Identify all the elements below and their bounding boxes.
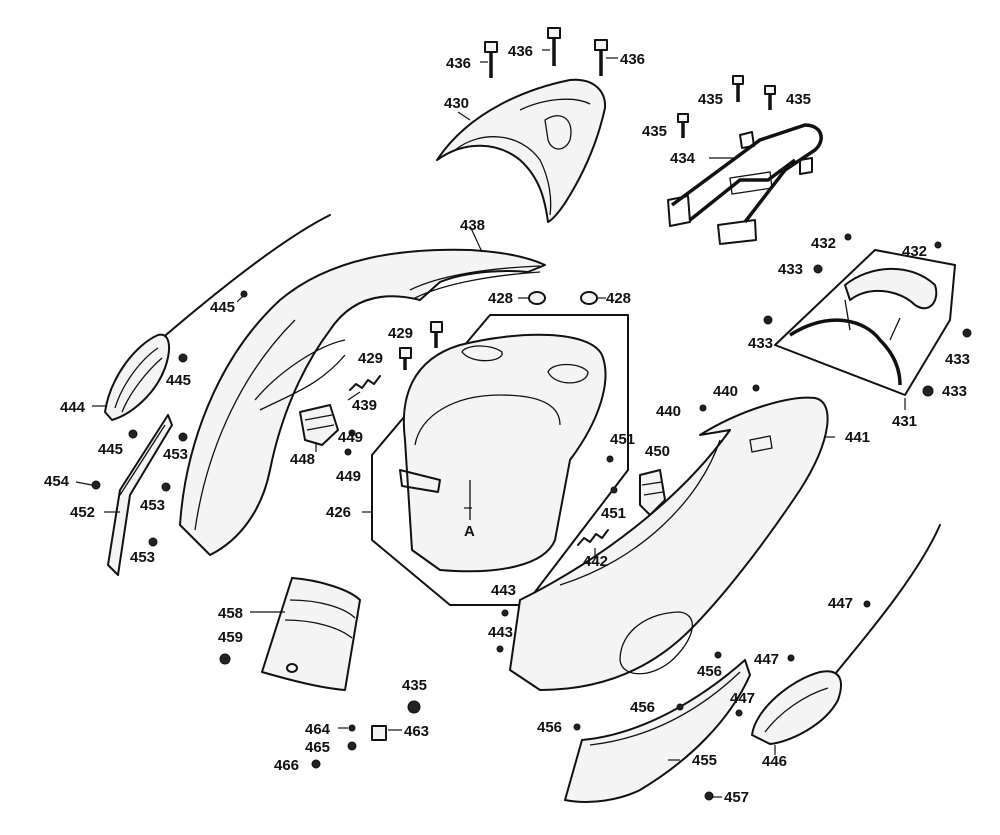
label-428-b: 428 (606, 290, 631, 307)
label-436-left: 436 (446, 55, 471, 72)
label-450: 450 (645, 443, 670, 460)
callout-labels: 436 436 436 430 435 435 435 434 438 432 … (44, 43, 970, 806)
bolt-436-right (594, 39, 608, 76)
label-457: 457 (724, 789, 749, 806)
part-444-left-lens (104, 214, 331, 421)
label-430: 430 (444, 95, 469, 112)
label-435-c: 435 (642, 123, 667, 140)
bolt-436-left (484, 41, 498, 78)
label-449-a: 449 (338, 429, 363, 446)
label-456-a: 456 (697, 663, 722, 680)
label-451-a: 451 (610, 431, 635, 448)
part-430-rear-carrier (436, 78, 607, 223)
label-442: 442 (583, 553, 608, 570)
label-456-c: 456 (537, 719, 562, 736)
label-432-a: 432 (811, 235, 836, 252)
label-453-b: 453 (140, 497, 165, 514)
grommet-428-right (580, 291, 598, 305)
label-464: 464 (305, 721, 331, 738)
label-433-b: 433 (748, 335, 773, 352)
label-428-a: 428 (488, 290, 513, 307)
spring-442 (577, 529, 609, 546)
label-429-a: 429 (388, 325, 413, 342)
part-458-lower-panel (261, 577, 361, 691)
label-447-b: 447 (754, 651, 779, 668)
label-446: 446 (762, 753, 787, 770)
label-466: 466 (274, 757, 299, 774)
part-434-rack-frame (667, 75, 823, 245)
label-434: 434 (670, 150, 696, 167)
label-447-a: 447 (828, 595, 853, 612)
label-432-b: 432 (902, 243, 927, 260)
bolt-429-upper (430, 321, 443, 348)
fasteners (91, 233, 972, 801)
label-438: 438 (460, 217, 485, 234)
label-435-b: 435 (786, 91, 811, 108)
label-A: A (464, 523, 475, 540)
label-451-b: 451 (601, 505, 626, 522)
leader-lines (75, 49, 906, 798)
label-431: 431 (892, 413, 917, 430)
label-436-middle: 436 (508, 43, 533, 60)
label-426: 426 (326, 504, 351, 521)
label-444: 444 (60, 399, 86, 416)
label-440-a: 440 (713, 383, 738, 400)
part-452-trim-strip (107, 414, 173, 576)
grommet-428-left (528, 291, 546, 305)
label-443-b: 443 (488, 624, 513, 641)
label-429-b: 429 (358, 350, 383, 367)
label-435-d: 435 (402, 677, 427, 694)
label-433-c: 433 (945, 351, 970, 368)
bolt-429-lower (399, 347, 412, 370)
label-441: 441 (845, 429, 870, 446)
label-443-a: 443 (491, 582, 516, 599)
label-463: 463 (404, 723, 429, 740)
label-453-a: 453 (163, 446, 188, 463)
label-452: 452 (70, 504, 95, 521)
label-456-b: 456 (630, 699, 655, 716)
label-445-a: 445 (210, 299, 235, 316)
label-433-d: 433 (942, 383, 967, 400)
part-426-storage-box (371, 314, 629, 606)
label-445-c: 445 (98, 441, 123, 458)
spring-439 (349, 375, 381, 391)
label-440-b: 440 (656, 403, 681, 420)
label-439: 439 (352, 397, 377, 414)
part-438-leg-shield (179, 248, 546, 556)
label-448: 448 (290, 451, 315, 468)
label-435-a: 435 (698, 91, 723, 108)
label-433-a: 433 (778, 261, 803, 278)
label-465: 465 (305, 739, 330, 756)
label-454: 454 (44, 473, 70, 490)
bolt-436-middle (547, 27, 561, 66)
part-446-right-lens (751, 524, 941, 745)
label-453-c: 453 (130, 549, 155, 566)
part-441-side-panel (509, 396, 829, 691)
label-445-b: 445 (166, 372, 191, 389)
part-431-bracket-group (774, 249, 956, 396)
part-455-floor-cover (564, 659, 751, 803)
label-455: 455 (692, 752, 717, 769)
label-459: 459 (218, 629, 243, 646)
label-436-right: 436 (620, 51, 645, 68)
label-449-b: 449 (336, 468, 361, 485)
label-447-c: 447 (730, 690, 755, 707)
lock-448 (299, 404, 339, 446)
label-458: 458 (218, 605, 243, 622)
